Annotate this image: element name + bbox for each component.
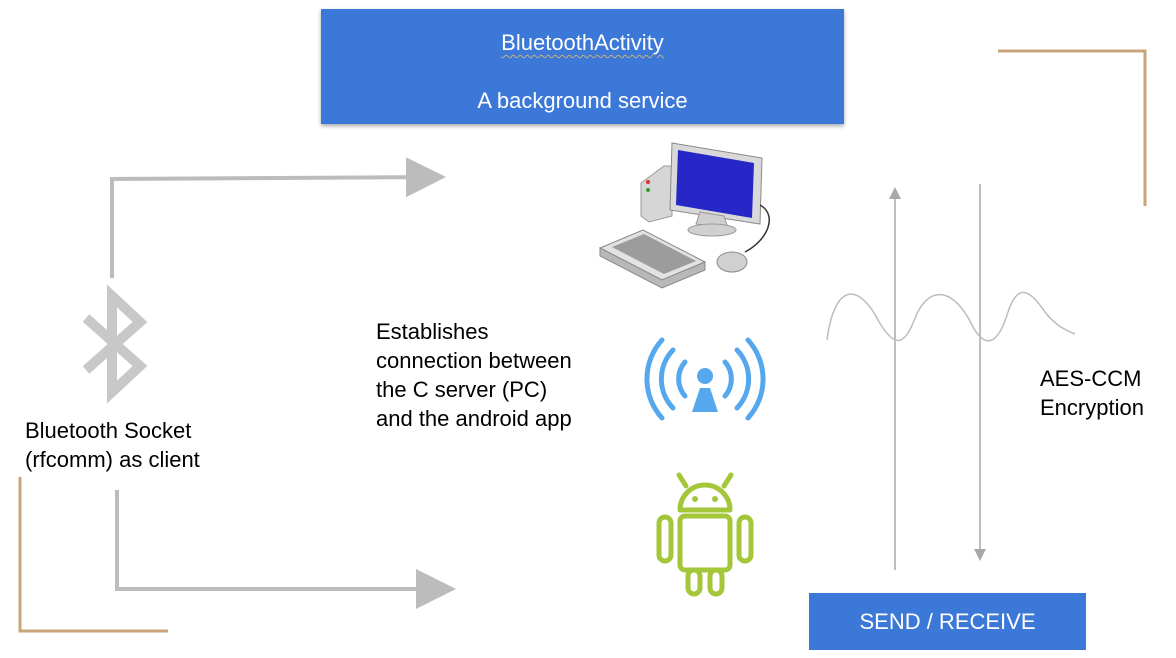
encryption-label: AES-CCM Encryption	[1040, 366, 1144, 420]
send-receive-box: SEND / RECEIVE	[809, 593, 1086, 650]
arrow-to-pc	[110, 157, 446, 278]
box-subtitle: A background service	[477, 88, 688, 113]
bluetooth-socket-label: Bluetooth Socket (rfcomm) as client	[25, 418, 200, 472]
bracket-top-right	[998, 49, 1147, 206]
bracket-bottom-left	[18, 477, 168, 633]
signal-wave	[826, 291, 1076, 342]
wireless-broadcast-icon	[644, 337, 766, 421]
computer-icon	[598, 142, 770, 289]
bluetooth-activity-box: BluetoothActivity A background service	[321, 9, 844, 124]
bluetooth-icon	[82, 284, 148, 404]
android-icon	[656, 472, 754, 597]
box-title: BluetoothActivity	[501, 30, 664, 55]
connection-description: Establishes connection between the C ser…	[376, 319, 572, 431]
arrow-to-android	[115, 490, 456, 609]
